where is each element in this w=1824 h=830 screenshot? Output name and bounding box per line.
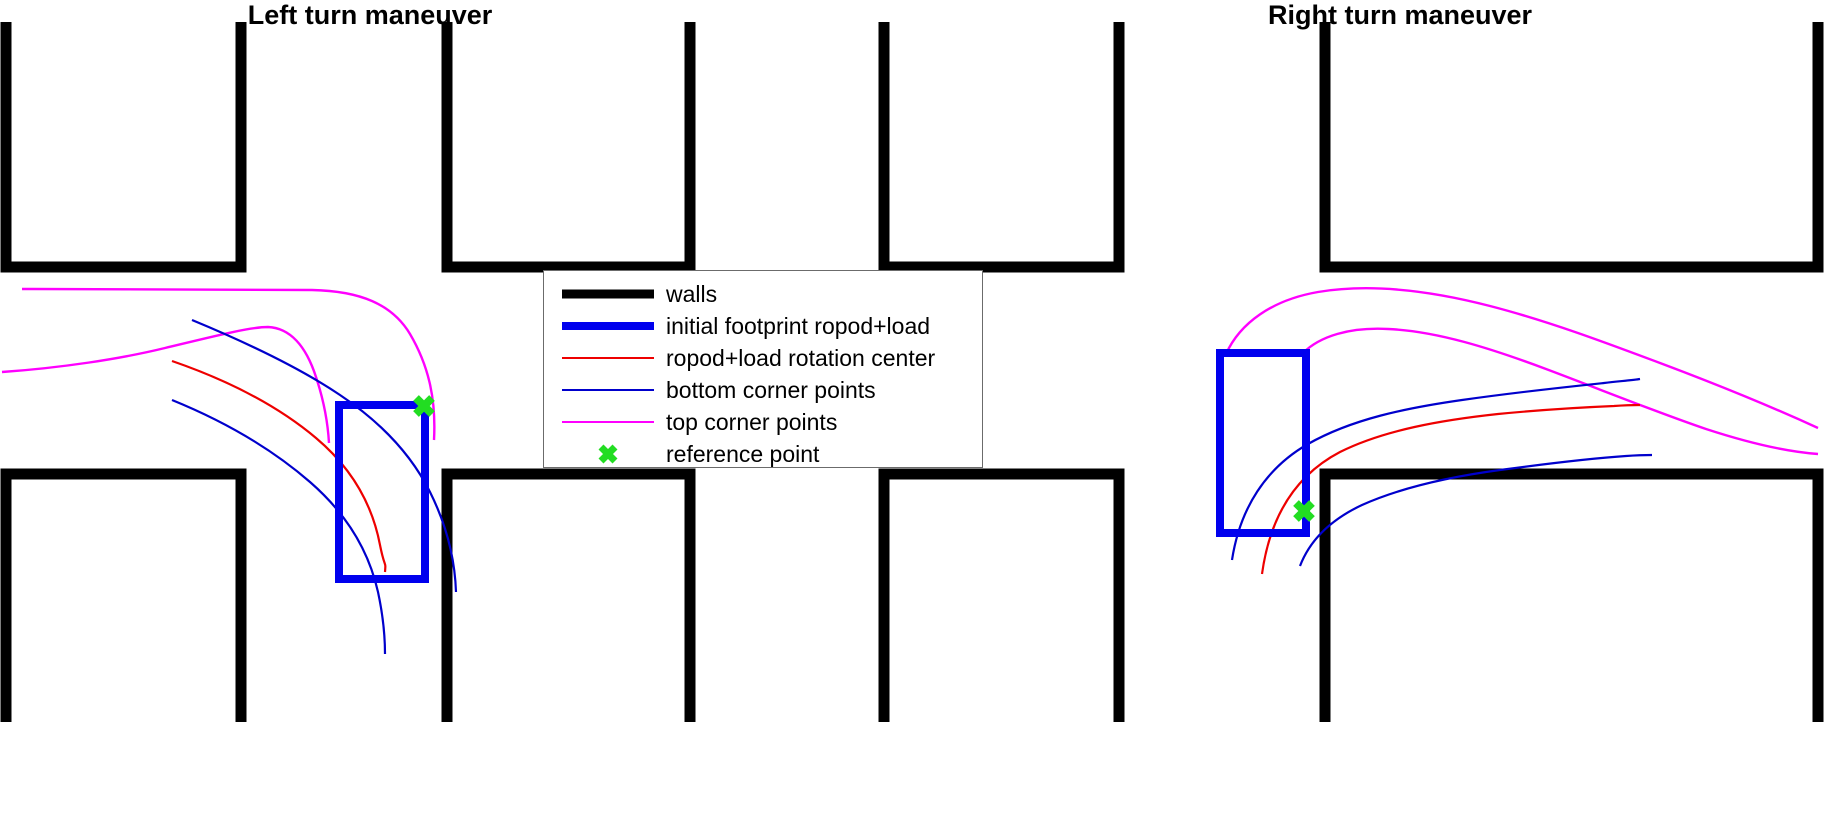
right-initial-footprint bbox=[1216, 349, 1310, 537]
right-bottom-corner-curve-lower bbox=[1298, 453, 1653, 567]
legend-label-reference-point: reference point bbox=[666, 440, 820, 467]
thick-blue-line-icon bbox=[562, 310, 654, 342]
right-panel-group bbox=[878, 22, 1824, 722]
right-top-corner-curve-inner bbox=[1302, 327, 1819, 456]
legend-label-initial-footprint: initial footprint ropod+load bbox=[666, 312, 931, 339]
left-top-corner-curve-inner bbox=[1, 325, 331, 444]
legend-label-rotation-center: ropod+load rotation center bbox=[666, 344, 936, 371]
legend-item-rotation-center: ropod+load rotation center bbox=[544, 342, 982, 374]
right-top-corner-curve-outer bbox=[1224, 287, 1819, 430]
wall-lower-right bbox=[441, 468, 696, 722]
wall-upper-right bbox=[441, 22, 696, 273]
wall-lower-left bbox=[878, 468, 1125, 722]
wall-upper-left bbox=[878, 22, 1125, 273]
right-bottom-corner-curve-upper bbox=[1230, 377, 1641, 561]
legend-label-walls: walls bbox=[666, 280, 718, 307]
left-panel-walls bbox=[0, 22, 696, 722]
left-bottom-corner-curve-lower bbox=[171, 398, 387, 655]
right-rotation-center-curve bbox=[1260, 403, 1641, 575]
legend: walls initial footprint ropod+load ropod… bbox=[543, 270, 983, 468]
thin-magenta-line-icon bbox=[562, 406, 654, 438]
right-panel-walls bbox=[878, 22, 1824, 722]
left-bottom-corner-curve-upper bbox=[191, 318, 458, 593]
wall-upper-left bbox=[0, 22, 247, 273]
wall-lower-right bbox=[1319, 468, 1824, 722]
legend-list: walls initial footprint ropod+load ropod… bbox=[544, 271, 982, 467]
left-initial-footprint bbox=[335, 401, 429, 583]
green-x-marker-icon bbox=[562, 438, 654, 470]
left-panel-group bbox=[0, 22, 696, 722]
right-reference-point bbox=[1293, 500, 1315, 522]
legend-item-top-corner-points: top corner points bbox=[544, 406, 982, 438]
legend-item-reference-point: reference point bbox=[544, 438, 982, 470]
legend-item-initial-footprint: initial footprint ropod+load bbox=[544, 310, 982, 342]
thick-black-line-icon bbox=[562, 278, 654, 310]
left-top-corner-curve-outer bbox=[21, 287, 436, 441]
legend-label-top-corner-points: top corner points bbox=[666, 408, 838, 435]
legend-item-walls: walls bbox=[544, 278, 982, 310]
legend-label-bottom-corner-points: bottom corner points bbox=[666, 376, 876, 403]
panel-title-right: Right turn maneuver bbox=[1267, 0, 1533, 30]
left-rotation-center-curve bbox=[171, 359, 387, 573]
wall-lower-left bbox=[0, 468, 247, 722]
legend-item-bottom-corner-points: bottom corner points bbox=[544, 374, 982, 406]
wall-upper-right bbox=[1319, 22, 1824, 273]
thin-red-line-icon bbox=[562, 342, 654, 374]
left-reference-point bbox=[413, 395, 435, 417]
thin-blue-line-icon bbox=[562, 374, 654, 406]
